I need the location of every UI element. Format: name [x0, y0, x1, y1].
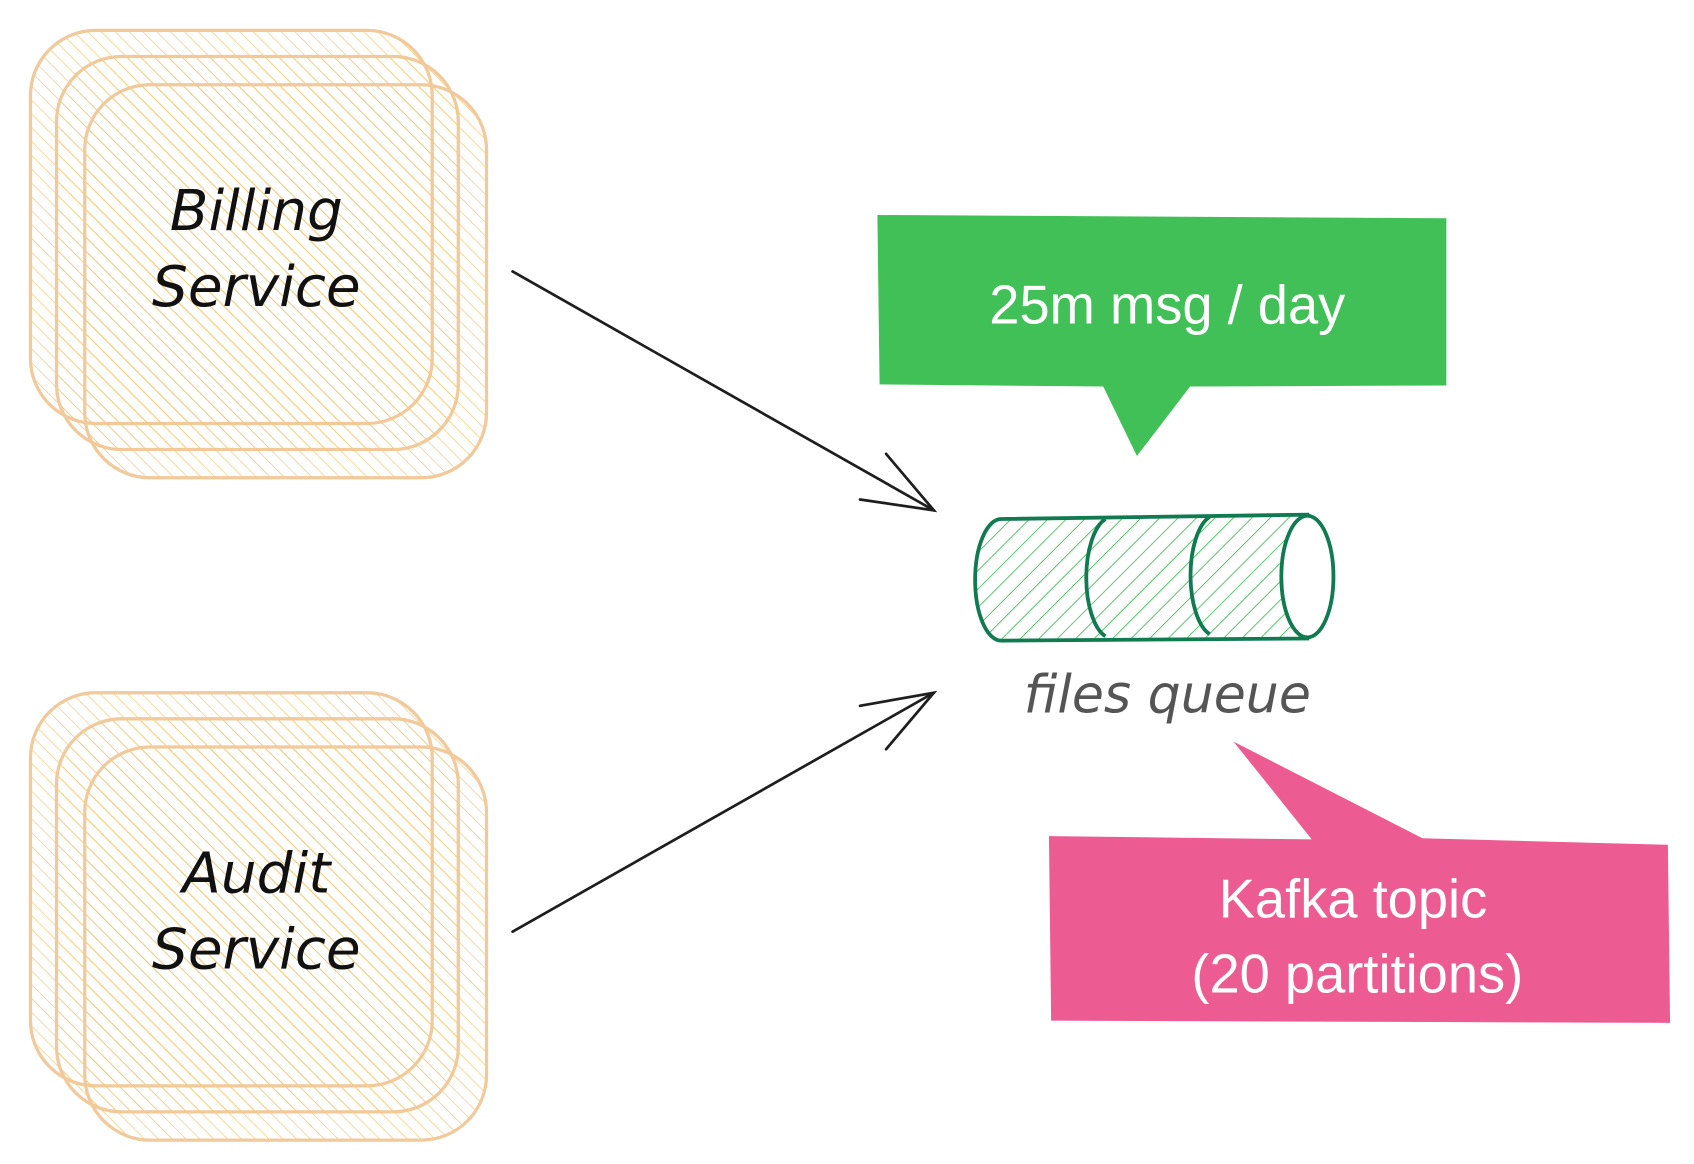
- audit-service-node[interactable]: Audit Service: [28, 691, 489, 1142]
- kafka-callout: Kafka topic (20 partitions): [1048, 741, 1671, 1023]
- arrow-billing-to-queue[interactable]: [511, 270, 938, 513]
- kafka-text-line2: (20 partitions): [1191, 943, 1523, 1004]
- files-queue-node[interactable]: files queue: [973, 512, 1336, 726]
- audit-label-line2: Service: [152, 918, 361, 983]
- throughput-callout: 25m msg / day: [877, 214, 1447, 457]
- queue-label: files queue: [1024, 665, 1311, 725]
- kafka-text-line1: Kafka topic: [1219, 869, 1488, 930]
- throughput-text: 25m msg / day: [989, 275, 1346, 336]
- billing-service-node[interactable]: Billing Service: [28, 28, 489, 480]
- arrow-audit-to-queue[interactable]: [511, 690, 938, 933]
- audit-label-line1: Audit: [179, 842, 332, 907]
- billing-label-line2: Service: [152, 255, 361, 320]
- billing-label-line1: Billing: [170, 179, 343, 244]
